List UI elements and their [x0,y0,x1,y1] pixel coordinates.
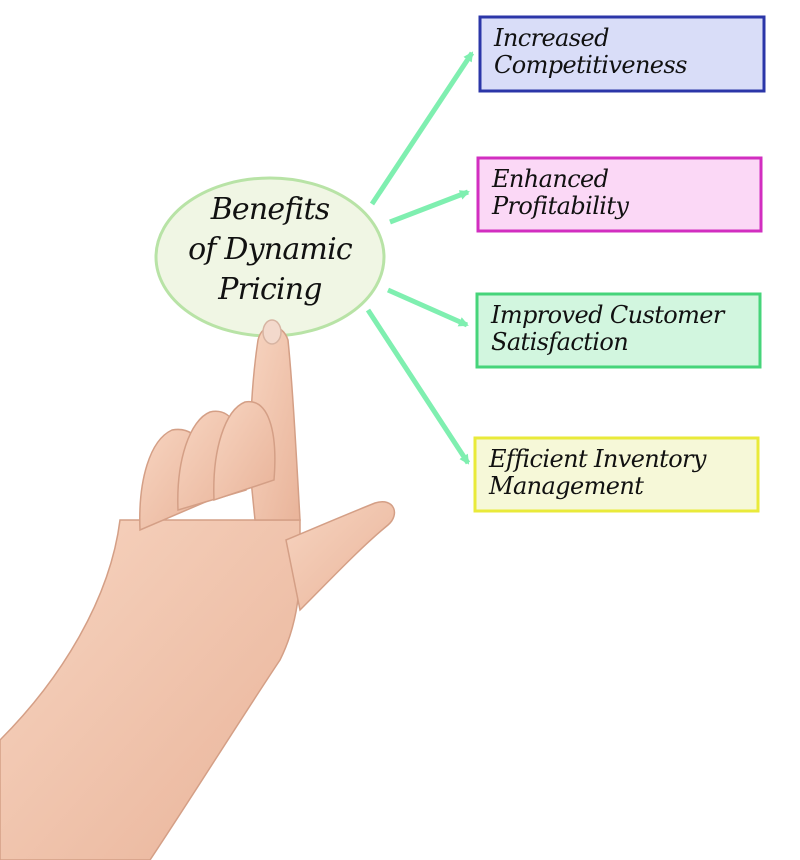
benefit-line: Enhanced [492,165,609,193]
benefit-box-satisfaction: Improved Customer Satisfaction [477,294,760,367]
benefit-box-competitiveness: Increased Competitiveness [480,17,764,91]
benefit-line: Efficient Inventory [489,445,707,473]
center-title-line-2: of Dynamic [188,232,353,267]
benefit-line: Improved Customer [491,301,724,329]
center-title-line-3: Pricing [218,272,322,307]
benefit-line: Management [489,472,644,500]
benefit-box-inventory: Efficient Inventory Management [475,438,758,511]
benefit-box-bg-3 [475,292,762,369]
benefit-box-bg-4 [473,436,760,513]
center-title: Benefits of Dynamic Pricing [163,190,377,310]
benefit-line: Increased [494,24,609,52]
benefit-box-bg-2 [476,156,763,233]
arrow-to-satisfaction [386,287,469,328]
benefit-line: Competitiveness [494,51,687,79]
benefit-box-bg-1 [478,15,766,93]
center-title-line-1: Benefits [210,192,330,227]
arrow-to-competitiveness [369,51,475,206]
pointing-hand-illustration [0,319,396,860]
arrow-to-profitability [389,189,470,225]
arrows [365,51,475,465]
benefit-line: Profitability [492,192,629,220]
benefit-line: Satisfaction [491,328,629,356]
arrow-to-inventory [365,308,471,465]
benefit-box-profitability: Enhanced Profitability [478,158,761,231]
